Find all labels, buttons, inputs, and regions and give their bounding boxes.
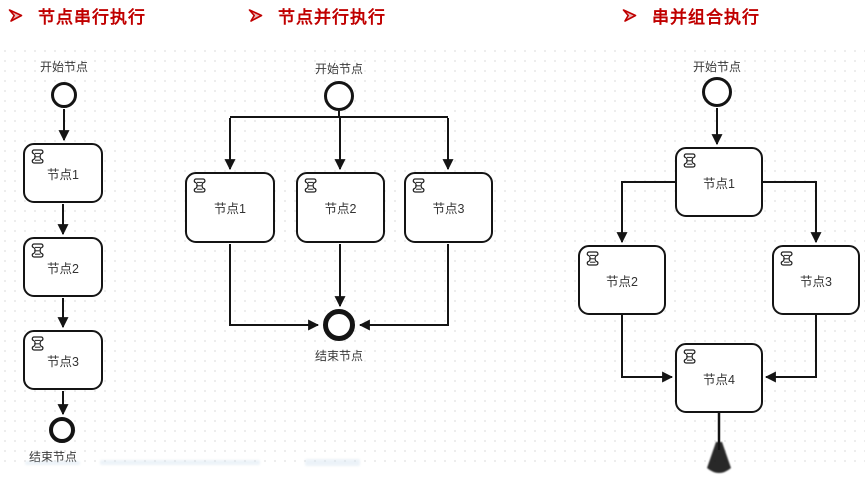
serial-task-node2[interactable]: 节点2 <box>23 237 103 297</box>
ghost-artifact <box>305 459 360 466</box>
parallel-start-event[interactable] <box>324 81 354 111</box>
heading-parallel-label: 节点并行执行 <box>278 8 386 27</box>
parallel-start-label: 开始节点 <box>314 62 363 76</box>
combined-start-label: 开始节点 <box>692 60 741 74</box>
heading-combined: 串并组合执行 <box>622 3 760 28</box>
script-task-icon <box>585 251 599 267</box>
parallel-task-node2[interactable]: 节点2 <box>296 172 385 243</box>
ghost-artifact <box>100 460 260 465</box>
combined-start-event[interactable] <box>702 77 732 107</box>
parallel-task-node3[interactable]: 节点3 <box>404 172 493 243</box>
combined-dangling-arrow-flare <box>707 442 731 473</box>
task-label: 节点4 <box>703 372 735 387</box>
red-arrow-bullet-icon <box>248 8 263 23</box>
parallel-split-rail <box>230 111 448 118</box>
task-label: 节点1 <box>703 176 735 191</box>
script-task-icon <box>682 349 696 365</box>
task-label: 节点1 <box>214 202 246 216</box>
task-label: 节点3 <box>432 202 465 216</box>
serial-start-event[interactable] <box>51 82 77 108</box>
script-task-icon <box>682 153 696 169</box>
script-task-icon <box>192 178 206 194</box>
combined-task-node4[interactable]: 节点4 <box>675 343 763 413</box>
parallel-task-node1[interactable]: 节点1 <box>185 172 275 243</box>
script-task-icon <box>30 243 44 259</box>
parallel-end-event[interactable] <box>323 309 355 341</box>
red-arrow-bullet-icon <box>8 8 23 23</box>
script-task-icon <box>779 251 793 267</box>
combined-node3-to-node4 <box>764 315 817 383</box>
combined-node1-to-node3 <box>763 181 822 244</box>
serial-task-node1[interactable]: 节点1 <box>23 143 103 203</box>
ghost-artifact <box>25 461 80 465</box>
heading-serial-label: 节点串行执行 <box>38 8 146 27</box>
parallel-end-label: 结束节点 <box>314 349 363 363</box>
combined-node2-to-node4 <box>621 315 674 383</box>
task-label: 节点3 <box>47 354 79 369</box>
combined-node1-to-node2 <box>616 181 675 244</box>
combined-task-node1[interactable]: 节点1 <box>675 147 763 217</box>
red-arrow-bullet-icon <box>622 8 637 23</box>
parallel-node1-to-end <box>229 244 320 331</box>
serial-start-label: 开始节点 <box>39 60 88 74</box>
task-label: 节点2 <box>606 274 638 289</box>
task-label: 节点2 <box>47 261 79 276</box>
heading-combined-label: 串并组合执行 <box>652 8 760 27</box>
task-label: 节点1 <box>47 167 79 182</box>
script-task-icon <box>30 336 44 352</box>
script-task-icon <box>303 178 317 194</box>
heading-parallel: 节点并行执行 <box>248 3 386 28</box>
serial-end-label: 结束节点 <box>28 450 77 464</box>
script-task-icon <box>30 149 44 165</box>
serial-end-event[interactable] <box>49 417 75 443</box>
heading-serial: 节点串行执行 <box>8 3 146 28</box>
task-label: 节点3 <box>800 274 832 289</box>
script-task-icon <box>411 178 425 194</box>
task-label: 节点2 <box>324 202 357 216</box>
serial-task-node3[interactable]: 节点3 <box>23 330 103 390</box>
parallel-node3-to-end <box>358 244 449 331</box>
combined-task-node2[interactable]: 节点2 <box>578 245 666 315</box>
combined-task-node3[interactable]: 节点3 <box>772 245 860 315</box>
